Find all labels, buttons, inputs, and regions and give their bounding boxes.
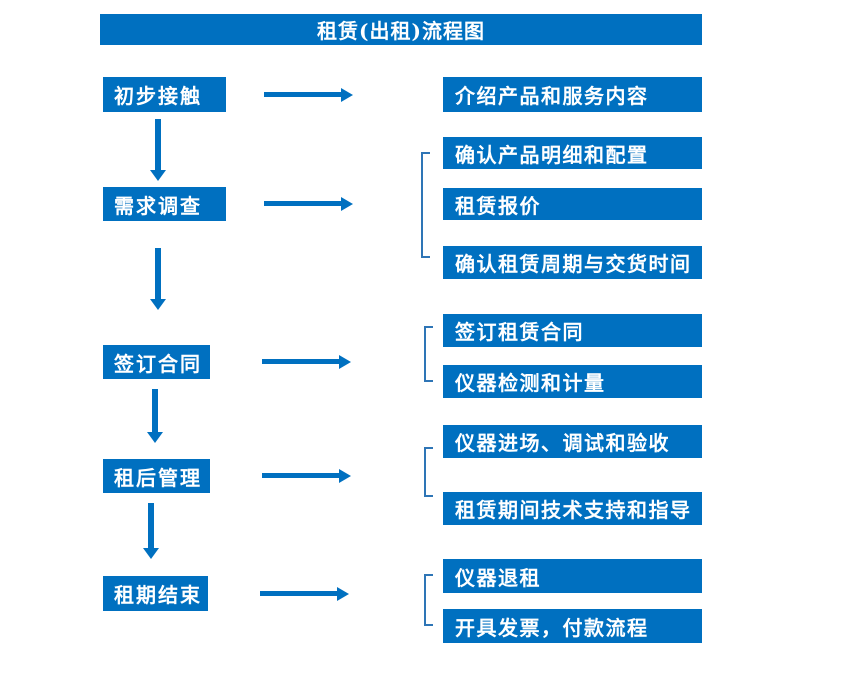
- detail-confirm-period-delivery: 确认租赁周期与交货时间: [443, 246, 702, 279]
- detail-instrument-testing: 仪器检测和计量: [443, 365, 702, 398]
- down-arrow-icon: [150, 119, 166, 181]
- group-bracket-icon: [424, 326, 433, 382]
- down-arrow-icon: [150, 248, 166, 310]
- down-arrow-icon: [147, 389, 163, 443]
- detail-confirm-product-config: 确认产品明细和配置: [443, 137, 702, 169]
- group-bracket-icon: [424, 574, 433, 626]
- right-arrow-icon: [264, 196, 353, 211]
- detail-rental-quotation: 租赁报价: [443, 188, 702, 220]
- right-arrow-icon: [264, 87, 353, 102]
- detail-instrument-setup: 仪器进场、调试和验收: [443, 425, 702, 458]
- flowchart-title: 租赁(出租)流程图: [100, 14, 702, 45]
- detail-instrument-return: 仪器退租: [443, 559, 702, 593]
- right-arrow-icon: [262, 354, 351, 369]
- group-bracket-icon: [424, 447, 433, 497]
- step-sign-contract: 签订合同: [103, 345, 210, 379]
- detail-technical-support: 租赁期间技术支持和指导: [443, 492, 702, 525]
- group-bracket-icon: [421, 152, 430, 258]
- detail-introduce-products: 介绍产品和服务内容: [443, 77, 702, 112]
- step-lease-end: 租期结束: [103, 576, 208, 611]
- detail-invoice-payment: 开具发票，付款流程: [443, 609, 702, 643]
- detail-sign-rental-contract: 签订租赁合同: [443, 314, 702, 347]
- step-demand-survey: 需求调查: [103, 187, 226, 221]
- right-arrow-icon: [260, 586, 349, 601]
- step-post-rental-management: 租后管理: [103, 459, 210, 493]
- down-arrow-icon: [143, 503, 159, 559]
- right-arrow-icon: [262, 468, 351, 483]
- step-initial-contact: 初步接触: [103, 77, 226, 112]
